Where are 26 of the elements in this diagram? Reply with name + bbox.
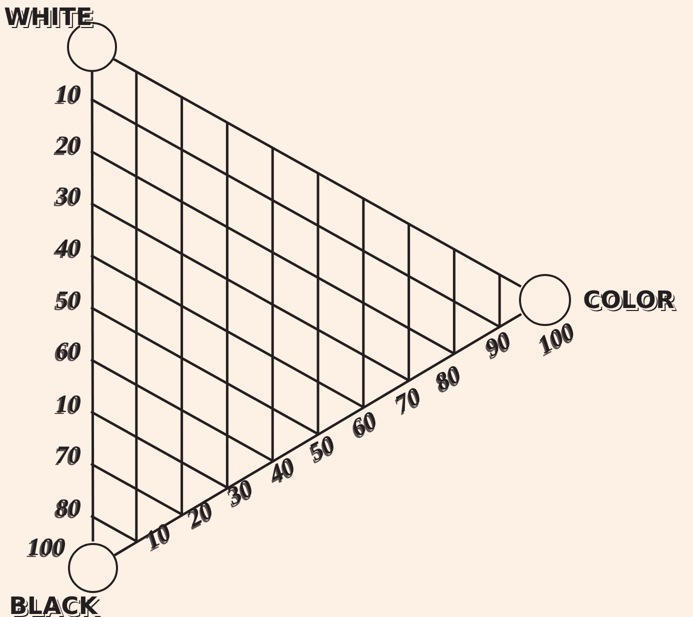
scale-number: 100: [534, 318, 580, 358]
scale-number: 10: [56, 392, 81, 417]
triangle-side-line: [90, 72, 94, 542]
scale-number: 50: [306, 432, 340, 466]
scale-number: 50: [56, 288, 81, 313]
scale-number: 60: [348, 408, 382, 442]
scale-number: 40: [266, 454, 300, 488]
scale-number: 90: [482, 328, 516, 362]
scale-number: 70: [392, 384, 426, 418]
scale-number: 80: [56, 496, 81, 521]
scale-number: 30: [224, 476, 258, 510]
scale-number: 70: [56, 443, 81, 468]
scale-number: 30: [56, 184, 81, 209]
scale-number: 60: [56, 339, 81, 364]
vertex-label: WHITE: [4, 3, 92, 31]
scale-number: 10: [142, 520, 176, 554]
vertex-label: COLOR: [583, 286, 674, 314]
vertex-label: BLACK: [9, 592, 98, 617]
scale-number: 40: [56, 236, 81, 261]
scale-number: 80: [432, 362, 466, 396]
triangle-side-line: [113, 58, 522, 288]
scale-number: 20: [56, 133, 81, 158]
scale-number: 20: [184, 498, 218, 532]
triangle-side-line: [114, 312, 522, 556]
scale-number: 10: [56, 82, 81, 107]
scale-number: 100: [28, 535, 66, 560]
